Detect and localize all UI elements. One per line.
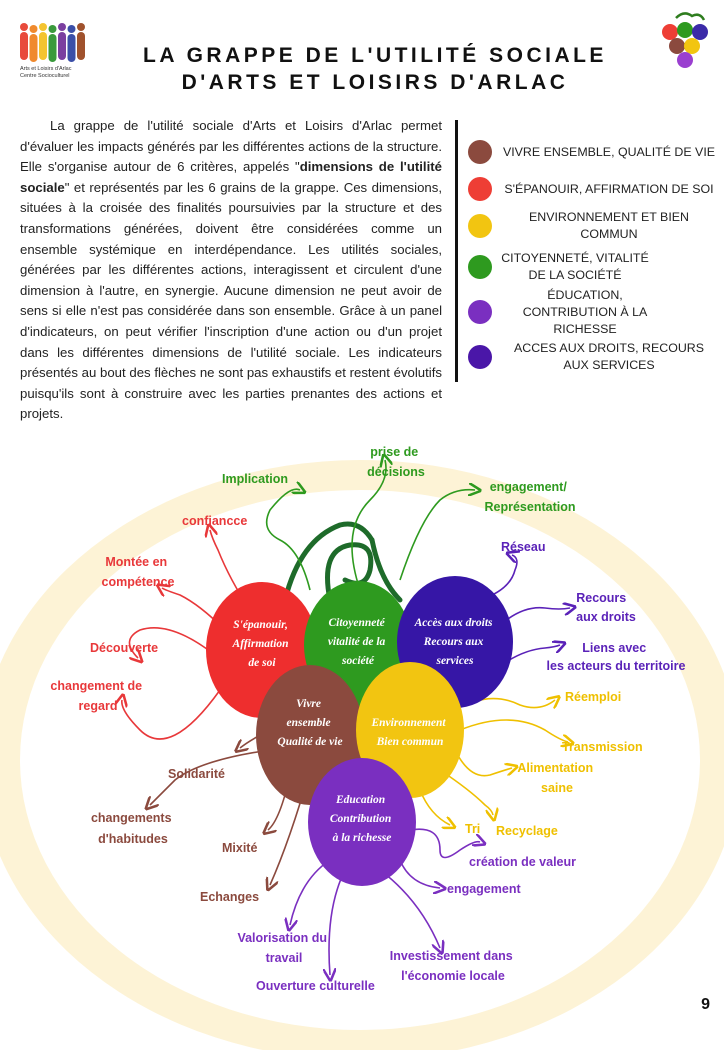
legend-dot bbox=[468, 177, 492, 201]
intro-paragraph: La grappe de l'utilité sociale d'Arts et… bbox=[20, 116, 442, 425]
legend-dot bbox=[468, 255, 492, 279]
indicator-investissement: Investissement dans l'économie locale bbox=[390, 949, 516, 983]
people-logo-icon bbox=[20, 23, 85, 62]
arrow-investissement bbox=[379, 869, 440, 948]
indicator-prise-decisions: prise de décisions bbox=[367, 445, 425, 479]
grape-education bbox=[308, 758, 416, 886]
arrow-prise-decisions bbox=[351, 460, 386, 591]
grape-label-environnement: Environnement Bien commun bbox=[370, 717, 448, 748]
indicator-implication: Implication bbox=[222, 472, 288, 486]
legend-label: ACCES AUX DROITS, RECOURS AUX SERVICES bbox=[513, 341, 705, 372]
logo: Arts et Loisirs d'Arlac Centre Sociocult… bbox=[14, 16, 86, 80]
indicator-decouverte: Découverte bbox=[90, 641, 158, 655]
legend-label: ENVIRONNEMENT ET BIEN COMMUN bbox=[529, 210, 689, 241]
intro-text-2: " et représentés par les 6 grains de la … bbox=[20, 179, 442, 422]
page-number: 9 bbox=[701, 996, 710, 1013]
arrow-decouverte bbox=[128, 627, 216, 658]
legend-dot bbox=[468, 214, 492, 238]
arrow-transmission bbox=[459, 719, 568, 742]
person-body bbox=[39, 32, 47, 60]
legend-dot bbox=[468, 140, 492, 164]
indicator-liens: Liens avec les acteurs du territoire bbox=[547, 641, 686, 673]
person-body bbox=[48, 34, 57, 62]
indicator-creation: création de valeur bbox=[469, 855, 576, 869]
legend-dot bbox=[468, 300, 492, 324]
arrow-recours bbox=[494, 608, 570, 631]
legend-label: VIVRE ENSEMBLE, QUALITÉ DE VIE bbox=[502, 144, 716, 159]
page-title: LA GRAPPE DE L'UTILITÉ SOCIALE D'ARTS ET… bbox=[130, 42, 620, 96]
title-line1: LA GRAPPE DE L'UTILITÉ SOCIALE bbox=[143, 44, 607, 67]
grape-label-epanouir: S'épanouir, Affirmation de soi bbox=[232, 619, 292, 669]
grape-label-education: Education Contribution à la richesse bbox=[330, 794, 394, 844]
person-head bbox=[77, 23, 85, 31]
arrow-engagement-rep bbox=[399, 490, 475, 581]
indicator-engagement-rep: engagement/ Représentation bbox=[485, 480, 576, 514]
person-body bbox=[58, 32, 66, 60]
indicator-reemploi: Réemploi bbox=[565, 690, 621, 704]
indicator-confiance: confiancce bbox=[182, 514, 247, 528]
arrow-valorisation bbox=[290, 859, 331, 925]
indicator-alimentation: Alimentation saine bbox=[517, 761, 596, 795]
grape-label-citoyennete: Citoyenneté vitalité de la société bbox=[328, 617, 388, 667]
legend-divider bbox=[455, 120, 458, 382]
intro-text-1: La grappe de l'utilité sociale d'Arts et… bbox=[20, 118, 442, 175]
arrow-alimentation bbox=[454, 749, 512, 777]
indicator-valorisation: Valorisation du travail bbox=[237, 931, 330, 965]
legend-item-epanouir: S'ÉPANOUIR, AFFIRMATION DE SOI bbox=[468, 171, 718, 207]
indicator-recours: Recours aux droits bbox=[576, 591, 636, 624]
person-head bbox=[58, 23, 66, 31]
arrow-creation bbox=[409, 828, 480, 859]
logo-line1: Arts et Loisirs d'Arlac bbox=[20, 66, 72, 72]
indicator-reseau: Réseau bbox=[501, 540, 545, 554]
legend-item-acces: ACCES AUX DROITS, RECOURS AUX SERVICES bbox=[468, 335, 718, 379]
person-head bbox=[67, 25, 76, 33]
indicator-montee: Montée en compétence bbox=[102, 555, 175, 589]
logo-text: Arts et Loisirs d'Arlac Centre Sociocult… bbox=[20, 66, 86, 80]
arrow-recyclage bbox=[439, 769, 493, 815]
indicator-engagement: engagement bbox=[447, 882, 521, 896]
legend-item-environnement: ENVIRONNEMENT ET BIEN COMMUN bbox=[468, 208, 718, 244]
legend-item-education: ÉDUCATION, CONTRIBUTION À LA RICHESSE bbox=[468, 288, 718, 336]
logo-line2: Centre Socioculturel bbox=[20, 73, 70, 79]
legend-item-vivre: VIVRE ENSEMBLE, QUALITÉ DE VIE bbox=[468, 134, 718, 170]
title-line2: D'ARTS ET LOISIRS D'ARLAC bbox=[181, 71, 569, 94]
indicator-mixite: Mixité bbox=[222, 841, 257, 855]
person-body bbox=[20, 32, 28, 60]
legend-label: CITOYENNETÉ, VITALITÉ DE LA SOCIÉTÉ bbox=[501, 251, 649, 282]
arrow-changement bbox=[122, 689, 221, 740]
indicator-recyclage: Recyclage bbox=[496, 824, 558, 838]
legend-label: ÉDUCATION, CONTRIBUTION À LA RICHESSE bbox=[522, 287, 648, 336]
arrow-changements bbox=[150, 749, 271, 805]
grape-icon bbox=[662, 12, 708, 68]
legend-item-citoyennete: CITOYENNETÉ, VITALITÉ DE LA SOCIÉTÉ bbox=[468, 245, 718, 289]
indicator-transmission: Transmission bbox=[562, 740, 643, 754]
grape-label-vivre: Vivre ensemble Qualité de vie bbox=[277, 698, 342, 748]
arrow-ouverture bbox=[329, 869, 346, 975]
person-body bbox=[67, 34, 76, 62]
legend-dot bbox=[468, 345, 492, 369]
person-body bbox=[77, 32, 85, 60]
arrow-implication bbox=[265, 489, 311, 591]
arrow-reseau bbox=[479, 555, 517, 601]
arrow-engagement bbox=[399, 859, 440, 888]
person-head bbox=[39, 23, 47, 31]
legend-label: S'ÉPANOUIR, AFFIRMATION DE SOI bbox=[504, 181, 714, 196]
indicator-changement: changement de regard bbox=[50, 679, 145, 713]
person-body bbox=[29, 34, 38, 62]
intro-bold: dimensions de l'utilité sociale bbox=[20, 159, 442, 195]
grape-diagram: S'épanouir, Affirmation de soi Citoyenne… bbox=[50, 445, 686, 993]
arrow-montee bbox=[162, 588, 226, 631]
indicator-echanges: Echanges bbox=[200, 890, 259, 904]
indicator-changements: changements d'habitudes bbox=[91, 811, 175, 846]
person-head bbox=[48, 25, 57, 33]
legend: VIVRE ENSEMBLE, QUALITÉ DE VIE S'ÉPANOUI… bbox=[468, 134, 718, 380]
indicator-solidarite: Solidarité bbox=[168, 767, 225, 781]
person-head bbox=[29, 25, 38, 33]
grape-label-acces: Accès aux droits Recours aux services bbox=[414, 617, 496, 667]
indicator-ouverture: Ouverture culturelle bbox=[256, 979, 375, 993]
person-head bbox=[20, 23, 28, 31]
indicator-tri: Tri bbox=[465, 822, 480, 836]
